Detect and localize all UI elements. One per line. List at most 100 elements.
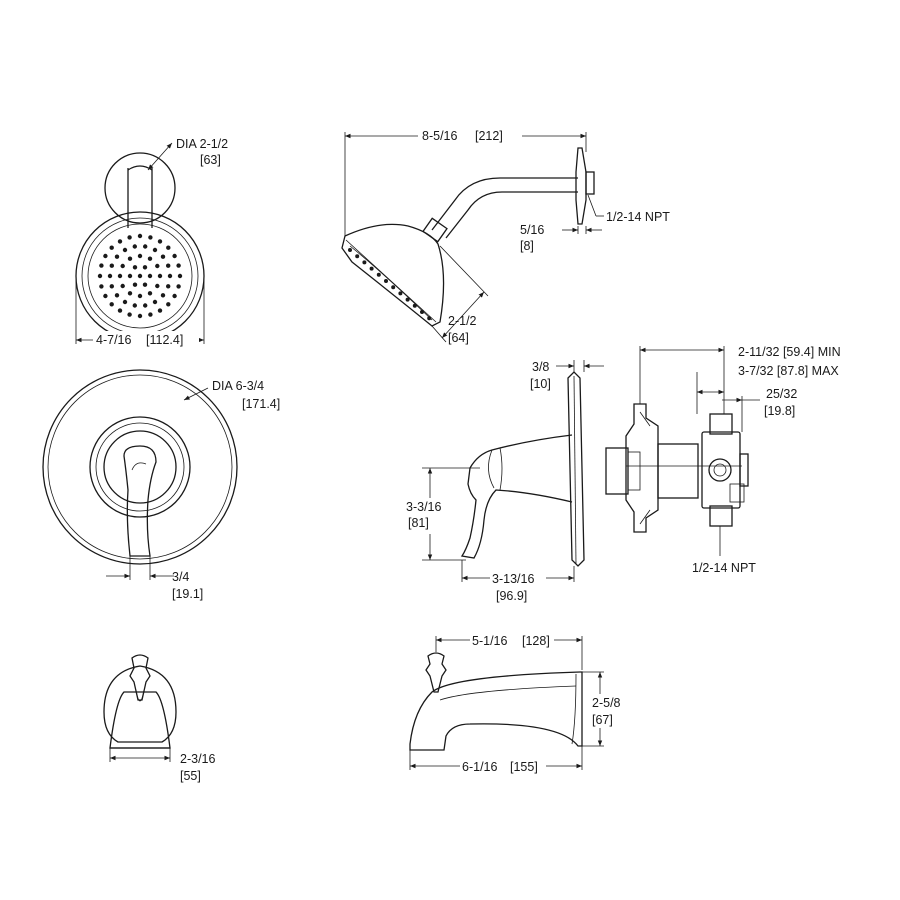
trim-front-view: DIA 6-3/4 [171.4] 3/4 [19.1]: [42, 369, 280, 601]
spray-nozzle: [103, 293, 108, 299]
side-nozzle: [348, 248, 352, 252]
depth-19-label: [19.8]: [764, 404, 795, 418]
depth-25-32-label: 25/32: [766, 387, 797, 401]
side-nozzle: [420, 310, 424, 314]
spray-nozzle: [132, 282, 138, 287]
spray-nozzle: [127, 256, 133, 261]
spray-nozzle: [127, 312, 132, 317]
spray-nozzle: [177, 273, 183, 279]
spray-nozzle: [142, 265, 148, 270]
face-64-label: [64]: [448, 331, 469, 345]
reach-96-label: [96.9]: [496, 589, 527, 603]
spray-nozzle: [109, 302, 114, 307]
spray-nozzle: [127, 235, 132, 240]
spray-nozzle: [157, 273, 163, 279]
spray-nozzle: [117, 308, 123, 313]
spray-nozzle: [120, 263, 125, 269]
spout-length-mm-label: [155]: [510, 760, 538, 774]
spray-nozzle: [137, 233, 143, 239]
width-4-7-16-label: 4-7/16: [96, 333, 131, 347]
spout-width-mm-label: [55]: [180, 769, 201, 783]
side-nozzle: [405, 297, 410, 302]
side-nozzle: [369, 266, 374, 271]
trim-side-view: 3/8 [10] 3-3/16 [81] 3-13/16 [96.9]: [404, 360, 604, 603]
spray-nozzle: [147, 273, 153, 279]
spout-width-label: 2-3/16: [180, 752, 215, 766]
spray-nozzle: [109, 284, 115, 289]
spray-nozzle: [137, 253, 143, 259]
spray-nozzle: [122, 299, 128, 305]
tub-spout-front-view: 2-3/16 [55]: [103, 654, 215, 783]
spray-nozzle: [166, 302, 171, 307]
spray-nozzle: [137, 293, 143, 299]
length-212-label: [212]: [475, 129, 503, 143]
spray-nozzle: [152, 299, 158, 305]
dia-6-3-4-label: DIA 6-3/4: [212, 379, 264, 393]
side-nozzle: [384, 279, 388, 283]
spray-nozzle: [132, 244, 137, 249]
spout-length-label: 6-1/16: [462, 760, 497, 774]
handle-19-label: [19.1]: [172, 587, 203, 601]
spray-nozzle: [147, 256, 153, 261]
spray-nozzle: [97, 273, 103, 279]
reach-3-13-16-label: 3-13/16: [492, 572, 534, 586]
side-nozzle: [398, 291, 403, 296]
side-nozzle: [412, 303, 417, 308]
spray-nozzle: [176, 284, 181, 289]
max-dim-label: 3-7/32 [87.8] MAX: [738, 364, 839, 378]
spray-nozzle: [160, 293, 166, 298]
spout-top-label: 5-1/16: [472, 634, 507, 648]
spray-nozzle: [109, 245, 114, 250]
spray-nozzle: [117, 239, 123, 244]
spray-nozzle: [152, 247, 158, 253]
spray-nozzle: [166, 263, 171, 268]
tub-spout-side-view: 5-1/16 [128] 2-5/8 [67] 6-1/16 [155]: [409, 632, 626, 774]
face-2-1-2-label: 2-1/2: [448, 314, 477, 328]
spray-nozzle: [107, 273, 113, 279]
spray-nozzle: [148, 235, 153, 240]
valve-body: 2-11/32 [59.4] MIN 3-7/32 [87.8] MAX 25/…: [605, 345, 841, 575]
spray-nozzle: [172, 253, 177, 259]
side-nozzle: [362, 260, 367, 265]
length-8-5-16-label: 8-5/16: [422, 129, 457, 143]
spray-nozzle: [127, 273, 133, 279]
spray-nozzle: [137, 273, 143, 279]
shower-head-front-view: DIA 2-1/2 [63] 4-7/16 [112.4]: [75, 137, 228, 347]
spray-nozzle: [122, 247, 128, 253]
spray-nozzle: [147, 291, 153, 296]
spray-nozzle: [142, 282, 148, 287]
side-nozzle: [355, 254, 360, 259]
spray-nozzle: [157, 239, 163, 244]
npt-top-label: 1/2-14 NPT: [606, 210, 670, 224]
spray-nozzle: [132, 303, 137, 308]
spray-nozzle: [176, 263, 181, 268]
spray-nozzle: [167, 273, 173, 279]
spray-nozzle: [148, 312, 153, 317]
spray-nozzle: [114, 293, 120, 298]
dia-63-label: [63]: [200, 153, 221, 167]
spray-nozzle: [99, 263, 104, 268]
spray-nozzle: [114, 254, 120, 259]
height-81-label: [81]: [408, 516, 429, 530]
spray-nozzle: [155, 263, 160, 269]
spray-nozzle: [160, 254, 166, 259]
spray-nozzle: [157, 308, 163, 313]
handle-3-4-label: 3/4: [172, 570, 189, 584]
offset-5-16-label: 5/16: [520, 223, 544, 237]
spray-nozzle: [155, 283, 160, 289]
spray-nozzle: [127, 291, 133, 296]
dia-171-label: [171.4]: [242, 397, 280, 411]
spray-nozzle: [109, 263, 115, 268]
spray-nozzle: [143, 244, 148, 249]
spray-nozzle: [103, 253, 108, 259]
spray-nozzle: [166, 245, 171, 250]
side-nozzles: [348, 248, 432, 321]
spray-nozzle: [137, 313, 143, 319]
shower-arm-side-view: 8-5/16 [212] 1/2-14 NPT 5/16 [8] 2-1/2 […: [341, 127, 670, 345]
spout-height-label: 2-5/8: [592, 696, 621, 710]
spray-nozzle: [166, 284, 171, 289]
spout-top-mm-label: [128]: [522, 634, 550, 648]
spray-nozzle: [172, 293, 177, 299]
spout-height-mm-label: [67]: [592, 713, 613, 727]
